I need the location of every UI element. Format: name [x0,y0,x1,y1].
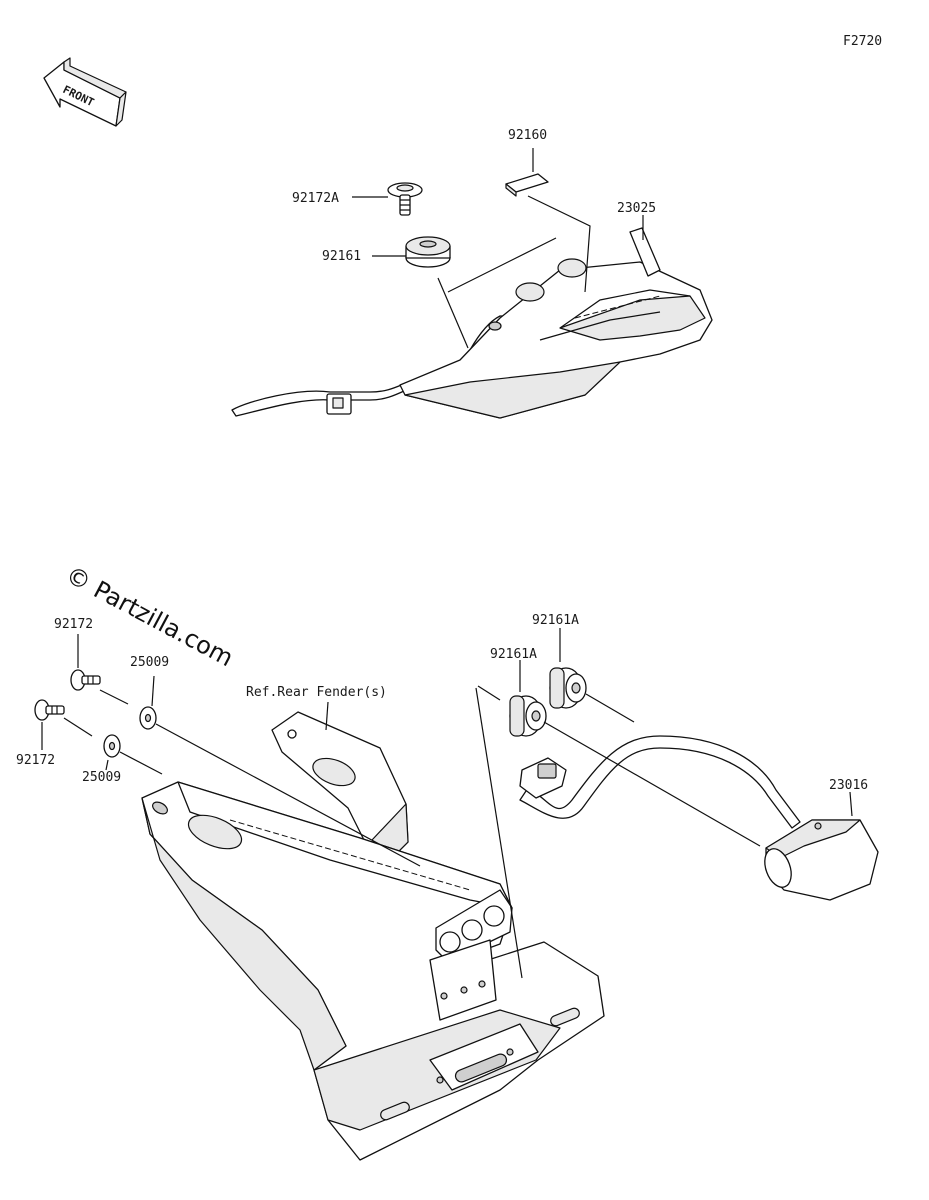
label-25009-top: 25009 [130,655,169,670]
bolt-92172A-icon [387,182,423,216]
front-arrow-icon: FRONT [43,57,127,127]
connector-icon [519,757,567,799]
label-92160: 92160 [508,128,547,143]
bolt-92172-bottom-icon [34,699,65,721]
rear-fender-reference [271,711,409,859]
label-23025: 23025 [617,201,656,216]
label-92172-top: 92172 [54,617,93,632]
label-ref-rear-fender: Ref.Rear Fender(s) [246,685,387,700]
label-92172A: 92172A [292,191,339,206]
bolt-92172-top-icon [70,669,101,691]
license-bracket-assembly [141,781,605,1161]
pad-92160-icon [505,173,549,197]
label-23016: 23016 [829,778,868,793]
grommet-92161-icon [405,236,451,268]
figure-code: F2720 [843,34,882,49]
label-25009-bottom: 25009 [82,770,121,785]
label-92161A-left: 92161A [490,647,537,662]
tail-lamp-assembly [231,227,713,419]
grommet-92161A-left-icon [509,695,547,737]
grommet-92161A-top-icon [549,667,587,709]
turn-signal-23016 [519,735,879,901]
label-92172-bottom: 92172 [16,753,55,768]
connector-icon [326,393,352,415]
washer-25009-bottom-icon [103,734,121,758]
label-92161: 92161 [322,249,361,264]
washer-25009-top-icon [139,706,157,730]
label-92161A-top: 92161A [532,613,579,628]
